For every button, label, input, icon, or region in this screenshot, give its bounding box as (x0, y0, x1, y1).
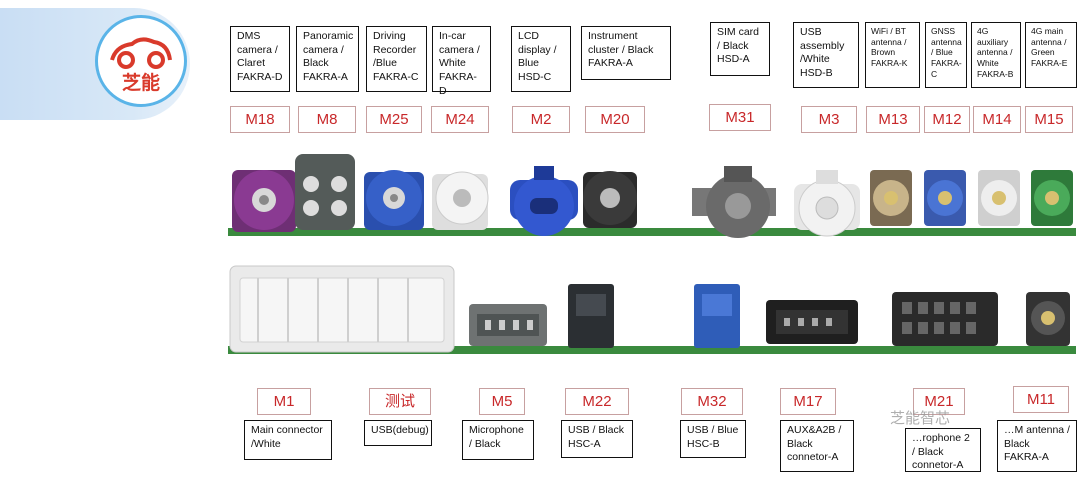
connector-M13 (870, 170, 912, 226)
code-M2: M2 (512, 106, 570, 133)
code-M5: M5 (479, 388, 525, 415)
code-M13: M13 (866, 106, 920, 133)
label-M17: AUX&A2B / Black connetor-A (780, 420, 854, 472)
connector-M31 (692, 166, 776, 238)
label-M31: SIM card / Black HSD-A (710, 22, 770, 76)
code-M32: M32 (681, 388, 743, 415)
label-M1: Main connector /White (244, 420, 332, 460)
connector-M18 (232, 170, 296, 232)
label-M25: Driving Recorder /Blue FAKRA-C (366, 26, 427, 92)
connector-M1 (229, 265, 455, 353)
code-M21: M21 (913, 388, 965, 415)
code-M1: M1 (257, 388, 311, 415)
pcb-board-bottom (228, 346, 1076, 354)
connector-M5 (469, 304, 547, 346)
code-M8: M8 (298, 106, 356, 133)
connector-M17 (766, 300, 858, 344)
connector-M15 (1031, 170, 1073, 226)
label-M13: WiFi / BT antenna / Brown FAKRA-K (865, 22, 920, 88)
connector-M2 (510, 166, 578, 236)
code-M18: M18 (230, 106, 290, 133)
code-M12: M12 (924, 106, 970, 133)
label-M5: Microphone / Black (462, 420, 534, 460)
connector-M32 (694, 284, 740, 348)
connector-M21 (892, 292, 998, 346)
connector-M24 (432, 171, 489, 230)
connector-M22 (568, 284, 614, 348)
label-M18: DMS camera / Claret FAKRA-D (230, 26, 290, 92)
label-M20: Instrument cluster / Black FAKRA-A (581, 26, 671, 80)
label-M14: 4G auxiliary antenna / White FAKRA-B (971, 22, 1021, 88)
connector-M20 (583, 171, 637, 228)
connector-M8 (295, 154, 355, 230)
connector-M11 (1026, 292, 1070, 346)
code-M20: M20 (585, 106, 645, 133)
code-M15: M15 (1025, 106, 1073, 133)
label-test: USB(debug) (364, 420, 432, 446)
label-M22: USB / Black HSC-A (561, 420, 633, 458)
watermark: 芝能智芯 (890, 409, 951, 427)
car-outline-icon (110, 37, 172, 69)
code-M22: M22 (565, 388, 629, 415)
code-M25: M25 (366, 106, 422, 133)
code-M31: M31 (709, 104, 771, 131)
connector-M25 (364, 170, 424, 230)
label-M12: GNSS antenna / Blue FAKRA-C (925, 22, 967, 88)
label-M15: 4G main antenna / Green FAKRA-E (1025, 22, 1077, 88)
code-M11: M11 (1013, 386, 1069, 413)
connector-M14 (978, 170, 1020, 226)
code-M17: M17 (780, 388, 836, 415)
code-test: 测试 (369, 388, 431, 415)
label-M21: …rophone 2 / Black connetor-A (905, 428, 981, 472)
pcb-board-top (228, 228, 1076, 236)
label-M32: USB / Blue HSC-B (680, 420, 746, 458)
logo-text: 芝能 (121, 72, 160, 94)
code-M14: M14 (973, 106, 1021, 133)
connector-M3 (794, 170, 860, 237)
logo: 芝能 (95, 15, 187, 107)
code-M3: M3 (801, 106, 857, 133)
label-M24: In-car camera / White FAKRA-D (432, 26, 491, 97)
connector-M12 (924, 170, 966, 226)
code-M24: M24 (431, 106, 489, 133)
label-M11: …M antenna / Black FAKRA-A (997, 420, 1077, 472)
label-M8: Panoramic camera / Black FAKRA-A (296, 26, 359, 92)
label-M2: LCD display / Blue HSD-C (511, 26, 571, 92)
label-M3: USB assembly /White HSD-B (793, 22, 859, 88)
